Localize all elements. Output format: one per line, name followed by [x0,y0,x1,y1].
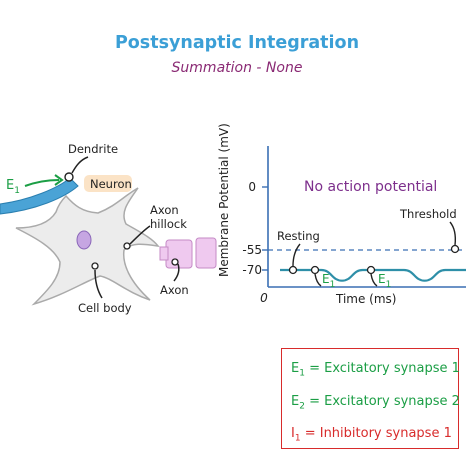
event-pointer-line-2 [370,273,378,287]
legend-sub-i1: 1 [294,433,301,444]
dendrite-synapse-dot [64,172,74,182]
y-axis-label: Membrane Potential (mV) [217,123,231,277]
cellbody-pointer-line [94,269,103,299]
hillock-pointer-line [129,225,151,245]
page-subtitle: Summation - None [171,60,303,76]
cellbody-pointer-dot [91,262,99,270]
legend-text-e2: = Excitatory synapse 2 [304,393,460,409]
threshold-label: Threshold [399,207,457,221]
axon-label: Axon [160,283,189,297]
axon-hillock-shape [159,246,169,261]
resting-pointer-line [292,243,301,267]
resting-label: Resting [277,229,320,243]
dendrite-pointer-line [71,156,89,174]
neuron-label: Neuron [90,177,132,191]
threshold-dot [450,244,460,254]
event-dot-2 [366,265,376,275]
legend-item-i1: I1 = Inhibitory synapse 1 [291,420,458,453]
legend-symbol-e2: E [291,393,300,409]
axon-segment-1 [165,239,193,269]
membrane-graph: 0 -55 -70 0 Membrane Potential (mV) Time… [217,123,466,306]
x-axis-label: Time (ms) [335,292,397,306]
input-e-label: E1 [6,178,20,196]
dendrite-label: Dendrite [68,142,118,156]
dendrite-process [0,177,79,215]
page-title: Postsynaptic Integration [114,33,360,53]
input-arrow [24,179,60,187]
no-action-potential-label: No action potential [304,179,437,195]
ytick-label-55: -55 [242,243,262,257]
event-label-1: E1 [322,272,335,290]
cell-body-label: Cell body [78,301,132,315]
neuron-illustration: Dendrite Neuron Axon hillock Axon Cell b… [0,142,217,315]
legend-item-e1: E1 = Excitatory synapse 1 [291,355,460,388]
threshold-pointer-line [449,221,457,246]
nucleus [76,230,92,250]
legend-box: E1 = Excitatory synapse 1 E2 = Excitator… [281,348,460,449]
neuron-label-highlight [84,175,132,192]
legend-sub-e2: 2 [299,401,305,412]
ytick-label-0: 0 [248,180,256,194]
legend-text-e1: = Excitatory synapse 1 [304,361,460,376]
hillock-pointer-dot [123,242,131,250]
axon-hillock-label-2: hillock [150,217,187,231]
legend-symbol-e1: E [291,361,300,376]
axon-hillock-label-1: Axon [150,203,179,217]
event-label-2: E1 [378,272,391,290]
legend-symbol-i1: I [291,426,295,442]
axon-pointer-line [173,263,180,282]
event-dot-1 [310,265,320,275]
axon-pointer-dot [171,258,179,266]
legend-sub-e1: 1 [299,368,305,379]
ytick-label-70: -70 [242,263,262,277]
legend-item-e2: E2 = Excitatory synapse 2 [291,388,460,421]
legend-text-i1: = Inhibitory synapse 1 [300,426,452,442]
input-arrowhead-icon [54,174,64,186]
event-pointer-line-1 [314,273,322,287]
resting-dot [288,265,298,275]
axon-segment-2 [195,237,217,269]
origin-label: 0 [260,291,268,305]
